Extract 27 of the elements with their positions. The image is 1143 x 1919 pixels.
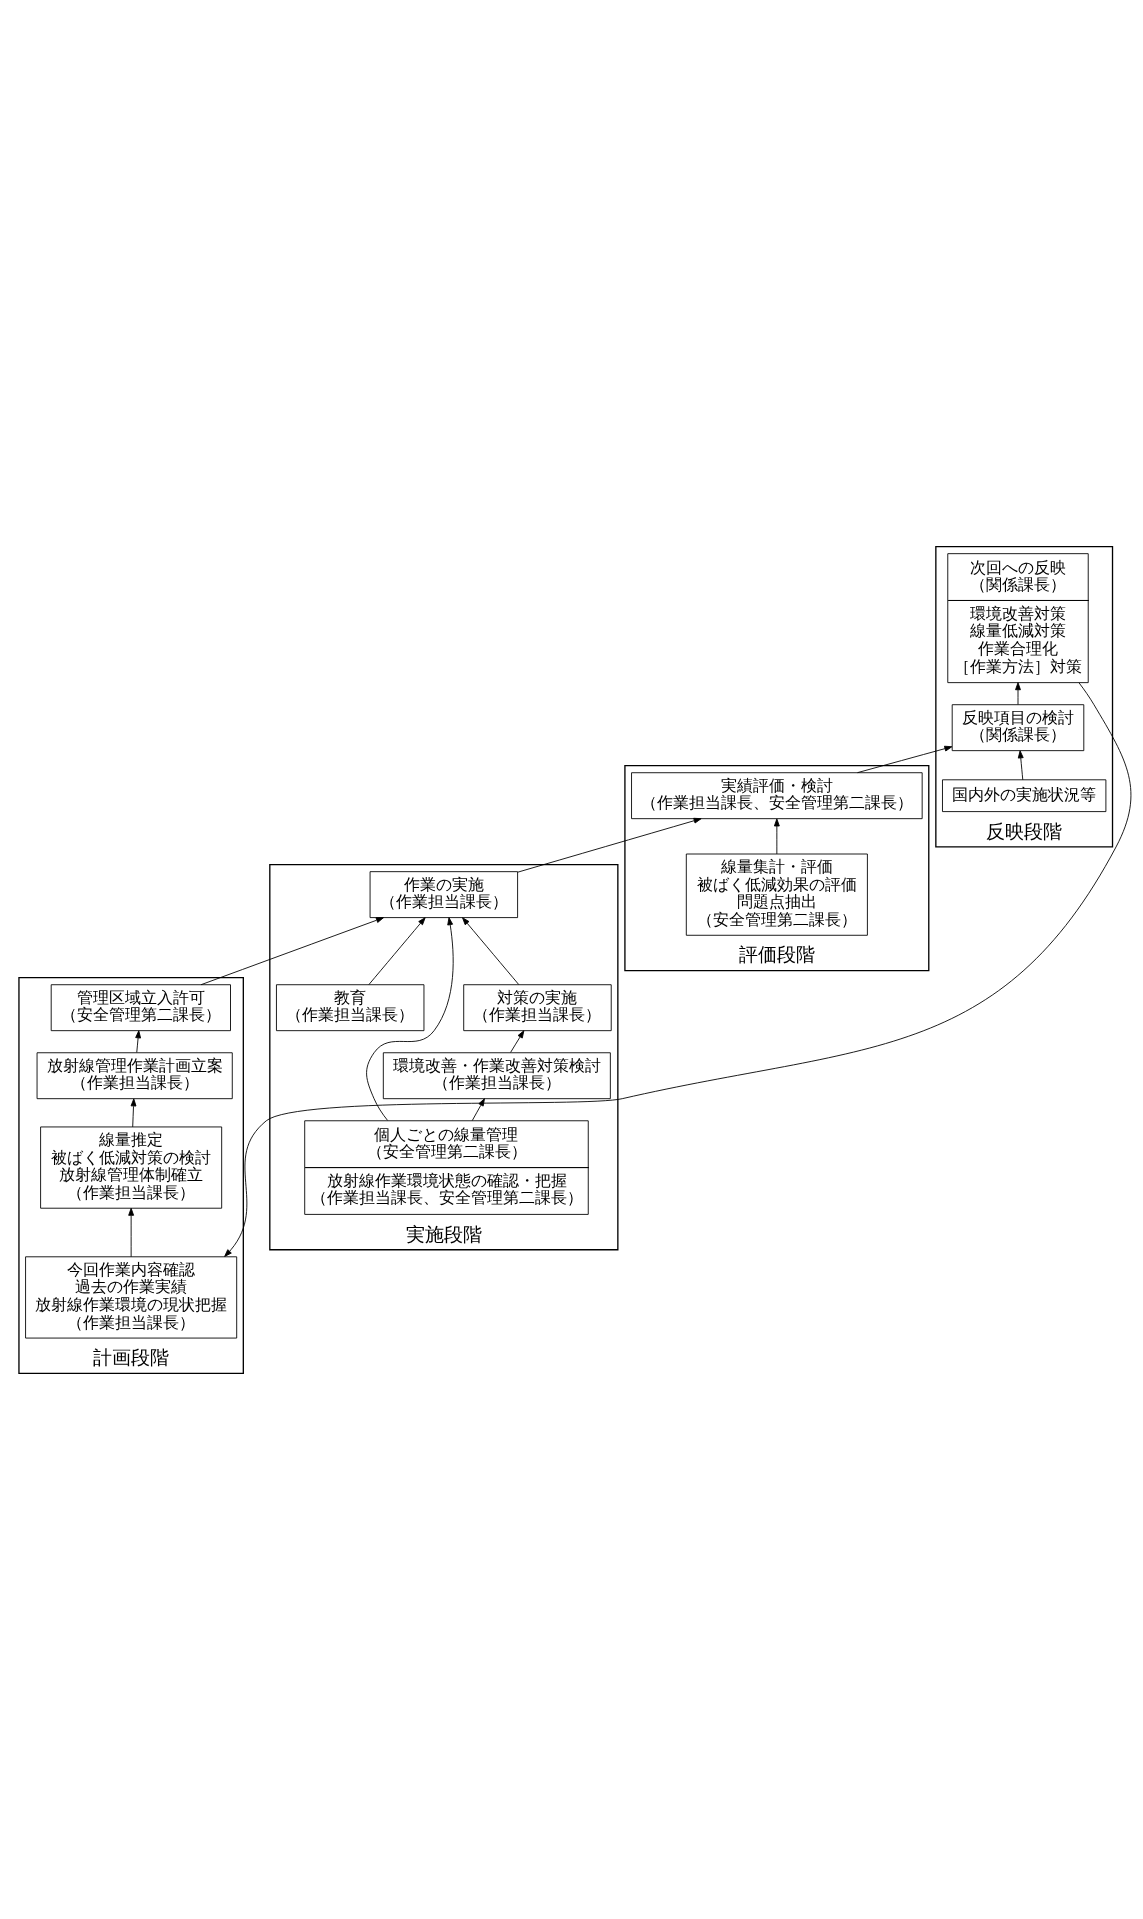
arrow	[135, 1029, 142, 1053]
node-box: 線量集計・評価 被ばく低減効果の評価 問題点抽出 （安全管理第二課長）	[685, 853, 868, 936]
arrow	[517, 817, 702, 873]
node-box: 線量推定 被ばく低減対策の検討 放射線管理体制確立 （作業担当課長）	[40, 1126, 223, 1209]
arrow	[462, 916, 520, 985]
node-box: 管理区域立入許可 （安全管理第二課長）	[50, 983, 231, 1031]
arrow	[857, 745, 953, 773]
node-box: 反映項目の検討 （関係課長）	[951, 703, 1085, 751]
arrow	[773, 817, 780, 854]
node-box: 今回作業内容確認 過去の作業実績 放射線作業環境の現状把握 （作業担当課長）	[25, 1255, 238, 1338]
node-box: 放射線管理作業計画立案 （作業担当課長）	[36, 1051, 233, 1099]
node-box: 国内外の実施状況等	[942, 778, 1107, 812]
arrow	[510, 1029, 525, 1053]
arrow	[368, 916, 426, 985]
arrow	[128, 1207, 135, 1257]
node-box: 対策の実施 （作業担当課長）	[463, 983, 612, 1031]
arrow	[471, 1097, 485, 1121]
arrow	[224, 681, 1132, 1257]
arrow	[366, 916, 454, 1121]
arrow	[1017, 749, 1024, 780]
arrow	[200, 916, 384, 985]
arrow	[1015, 681, 1021, 705]
node-box: 環境改善・作業改善対策検討 （作業担当課長）	[382, 1051, 611, 1099]
node-box: 教育 （作業担当課長）	[276, 983, 425, 1031]
node-box: 作業の実施 （作業担当課長）	[369, 870, 519, 918]
node-box: 実績評価・検討 （作業担当課長、安全管理第二課長）	[631, 771, 923, 819]
arrow	[130, 1097, 137, 1127]
